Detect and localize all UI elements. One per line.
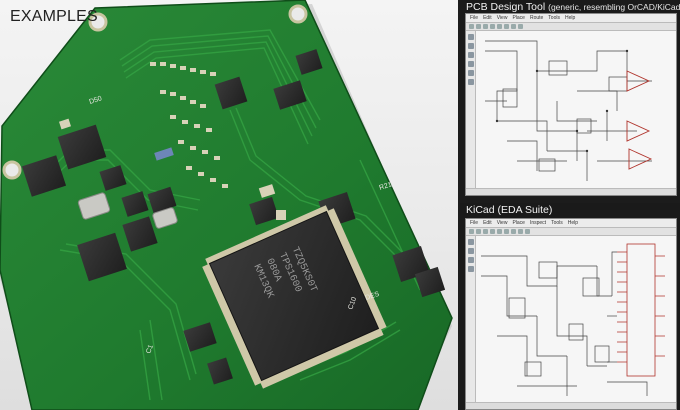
toolbar-redo-icon[interactable] <box>497 24 502 29</box>
menu-file[interactable]: File <box>470 15 479 21</box>
pad-row <box>150 62 228 188</box>
panel-caption-bottom: KiCad (EDA Suite) <box>466 204 552 216</box>
mounting-hole-bl <box>2 160 22 180</box>
kicad-units-icon[interactable] <box>468 248 474 254</box>
crystal-2 <box>152 207 178 229</box>
sidebar-power-icon[interactable] <box>468 70 474 76</box>
kicad-panel: KiCad (EDA Suite) File Edit View Place I… <box>460 203 680 410</box>
status-bar <box>466 188 676 195</box>
status-bar-kicad <box>466 402 676 409</box>
toolbar-part-icon[interactable] <box>518 24 523 29</box>
kicad-save-icon[interactable] <box>483 229 488 234</box>
panel-title-top: PCB Design Tool <box>466 1 546 13</box>
toolbar-undo-icon[interactable] <box>490 24 495 29</box>
mounting-hole-tl <box>88 12 108 32</box>
tool-sidebar <box>466 31 476 188</box>
menu-place[interactable]: Place <box>512 15 525 21</box>
kicad-annotate-icon[interactable] <box>518 229 523 234</box>
kicad-open-icon[interactable] <box>476 229 481 234</box>
sidebar-select-icon[interactable] <box>468 34 474 40</box>
silk-c10: C10 <box>347 296 358 311</box>
sidebar-bus-icon[interactable] <box>468 52 474 58</box>
kicad-hidden-pins-icon[interactable] <box>468 266 474 272</box>
kicad-erc-icon[interactable] <box>525 229 530 234</box>
pcb-design-tool-screenshot: File Edit View Place Route Tools Help <box>465 13 677 196</box>
panel-title-bottom: KiCad (EDA Suite) <box>466 204 553 216</box>
kicad-undo-icon[interactable] <box>497 229 502 234</box>
pcb-design-tool-panel: PCB Design Tool (generic, resembling OrC… <box>460 0 680 200</box>
kicad-cursor-icon[interactable] <box>468 257 474 263</box>
kicad-redo-icon[interactable] <box>504 229 509 234</box>
menu-bar-kicad: File Edit View Place Inspect Tools Help <box>466 219 676 228</box>
examples-title: EXAMPLES <box>10 8 98 25</box>
toolbar-save-icon[interactable] <box>483 24 488 29</box>
sidebar-ground-icon[interactable] <box>468 79 474 85</box>
small-ics <box>21 49 446 385</box>
schematic-canvas-bottom[interactable] <box>477 236 677 406</box>
kicad-menu-inspect[interactable]: Inspect <box>529 220 547 226</box>
menu-tools[interactable]: Tools <box>548 15 560 21</box>
capacitor-blue <box>154 147 174 161</box>
sidebar-label-icon[interactable] <box>468 61 474 67</box>
menu-help[interactable]: Help <box>564 15 576 21</box>
kicad-menu-tools[interactable]: Tools <box>551 220 563 226</box>
kicad-grid-icon[interactable] <box>468 239 474 245</box>
menu-route[interactable]: Route <box>529 15 544 21</box>
kicad-menu-help[interactable]: Help <box>567 220 579 226</box>
capacitor <box>59 118 71 130</box>
pcb-board <box>0 0 453 410</box>
main-ic: TZQ5KS0T TPS1600 080A KM13QK <box>202 205 387 389</box>
capacitor-2 <box>258 184 276 198</box>
menu-edit[interactable]: Edit <box>483 15 492 21</box>
silk-d50: D50 <box>88 95 102 106</box>
kicad-sidebar <box>466 236 476 402</box>
panel-subtitle-top: (generic, resembling OrCAD/KiCad) <box>548 2 680 12</box>
pcb-photo: TZQ5KS0T TPS1600 080A KM13QK D50 C1 C10 … <box>0 0 458 410</box>
toolbar-open-icon[interactable] <box>476 24 481 29</box>
kicad-screenshot: File Edit View Place Inspect Tools Help <box>465 218 677 410</box>
silk-c1: C1 <box>145 344 155 355</box>
toolbar <box>466 23 676 31</box>
capacitor-3 <box>276 210 286 220</box>
mounting-hole-tr <box>288 4 308 24</box>
silk-r21: R21 <box>378 181 392 192</box>
schematic-canvas-top[interactable] <box>477 31 677 191</box>
toolbar-wire-icon[interactable] <box>511 24 516 29</box>
kicad-menu-view[interactable]: View <box>496 220 508 226</box>
menu-bar: File Edit View Place Route Tools Help <box>466 14 676 23</box>
kicad-menu-edit[interactable]: Edit <box>483 220 492 226</box>
menu-view[interactable]: View <box>496 15 508 21</box>
kicad-zoom-icon[interactable] <box>511 229 516 234</box>
silk-des: DES <box>364 291 380 302</box>
kicad-menu-place[interactable]: Place <box>512 220 525 226</box>
pcb-board-illustration: TZQ5KS0T TPS1600 080A KM13QK D50 C1 C10 … <box>0 0 453 410</box>
sidebar-wire-icon[interactable] <box>468 43 474 49</box>
crystal <box>77 192 111 220</box>
panel-caption-top: PCB Design Tool (generic, resembling OrC… <box>466 1 680 13</box>
toolbar-zoom-icon[interactable] <box>504 24 509 29</box>
kicad-print-icon[interactable] <box>490 229 495 234</box>
toolbar-kicad <box>466 228 676 236</box>
kicad-new-icon[interactable] <box>469 229 474 234</box>
toolbar-new-icon[interactable] <box>469 24 474 29</box>
kicad-menu-file[interactable]: File <box>470 220 479 226</box>
